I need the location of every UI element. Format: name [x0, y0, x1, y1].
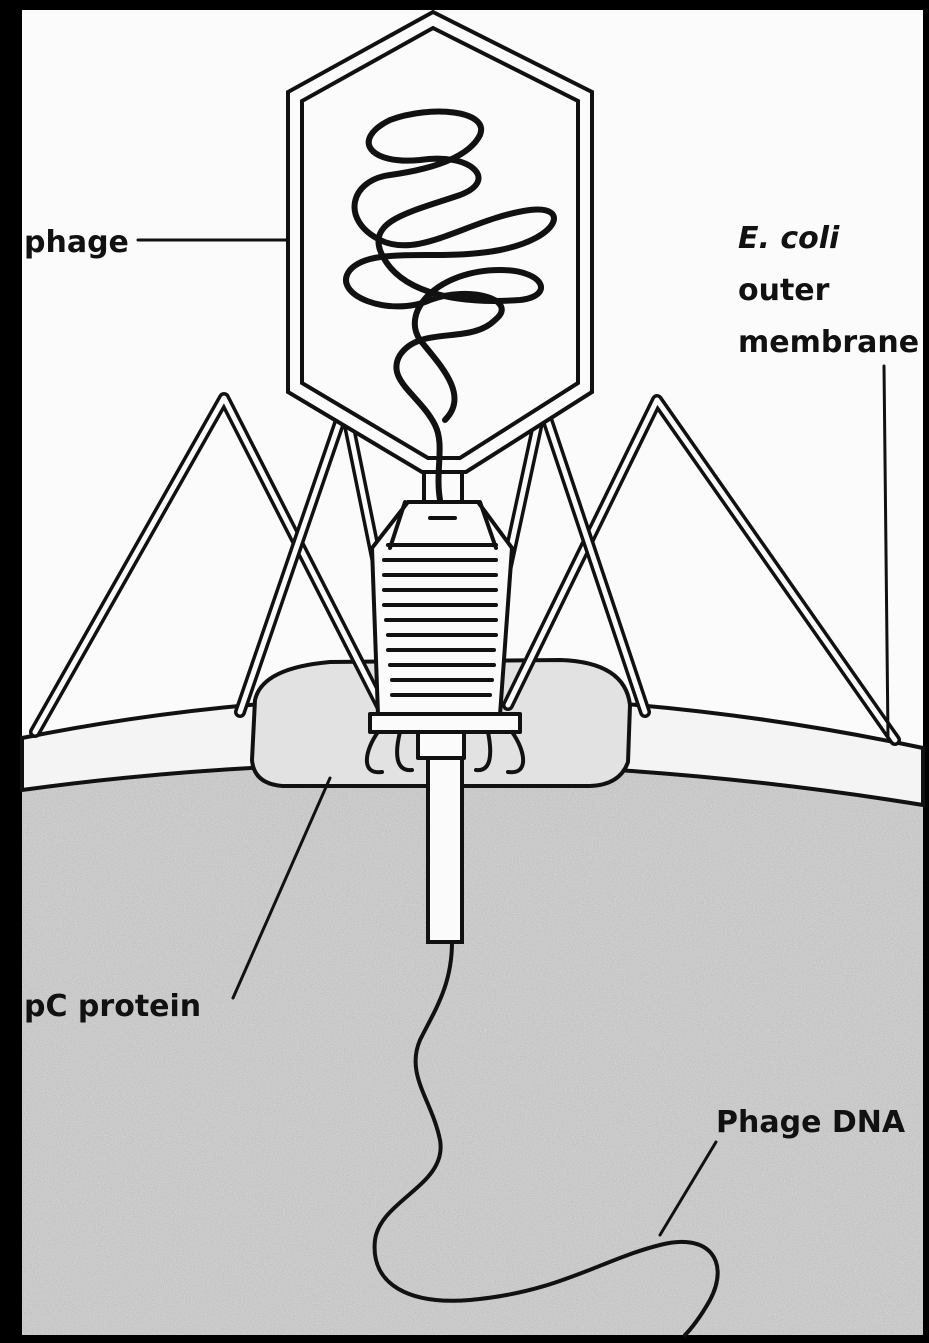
- tail-tube: [428, 758, 462, 942]
- label-outer: outer: [738, 273, 830, 308]
- tail-sheath: [372, 502, 512, 715]
- label-phage-dna: Phage DNA: [716, 1105, 906, 1140]
- label-phage: phage: [24, 225, 129, 260]
- label-ecoli: E. coli: [738, 221, 840, 256]
- phage-head: [288, 12, 592, 472]
- label-membrane: membrane: [738, 325, 919, 360]
- label-protein: pC protein: [24, 989, 201, 1024]
- cytoplasm-grain: [22, 763, 923, 1335]
